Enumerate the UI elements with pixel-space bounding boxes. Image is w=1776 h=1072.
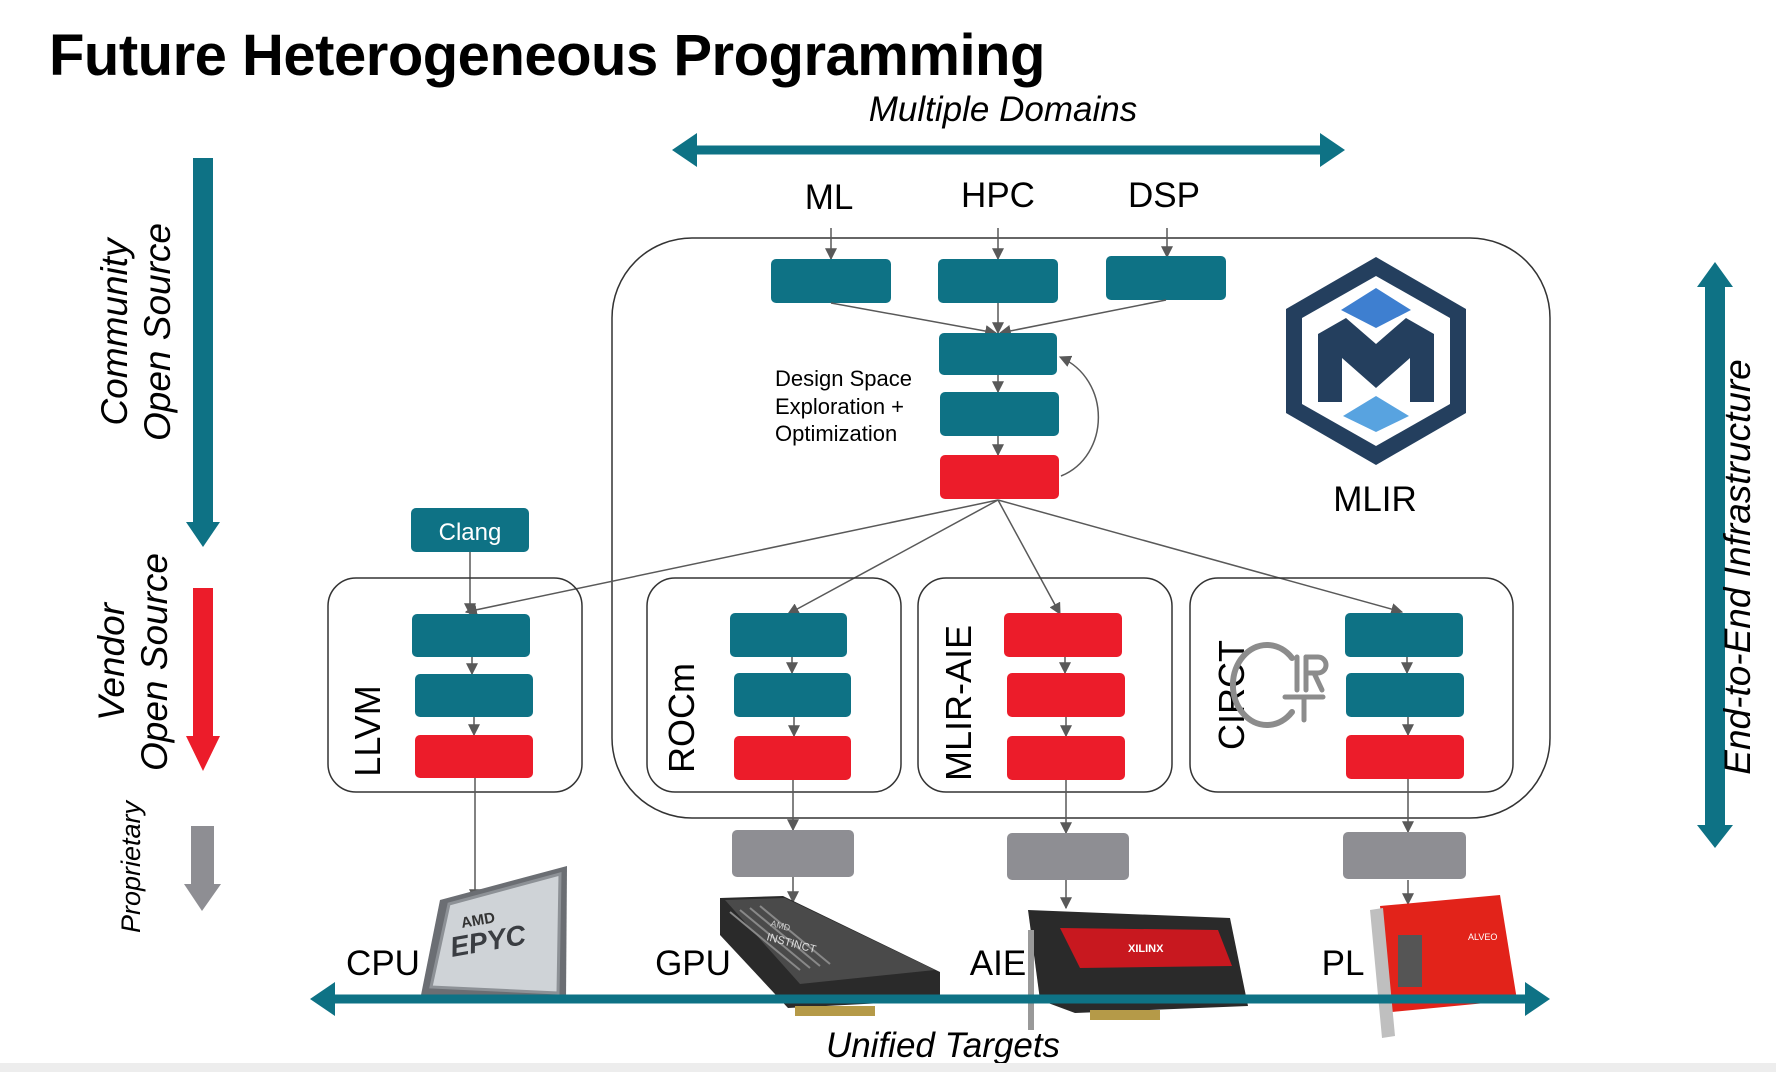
dse-line-2: Exploration + — [775, 394, 904, 419]
llvm-block-3 — [415, 735, 533, 778]
page-title: Future Heterogeneous Programming — [49, 23, 1045, 88]
mlir-logo — [1286, 257, 1466, 465]
end-to-end-infrastructure-arrow — [1697, 262, 1733, 848]
circt-block-2 — [1346, 673, 1464, 717]
rocm-block-1 — [730, 613, 847, 657]
end-to-end-infrastructure-label: End-to-End Infrastructure — [1717, 359, 1758, 774]
unified-targets-arrow — [310, 982, 1550, 1016]
domain-dsp: DSP — [1128, 176, 1200, 215]
rocm-label: ROCm — [661, 663, 702, 773]
aie-card-image: XILINX — [1028, 910, 1248, 1030]
community-open-source-label: Open Source — [137, 223, 178, 441]
hpc-dialect-block — [938, 259, 1058, 303]
community-open-source-arrow — [186, 158, 220, 547]
mlir-label: MLIR — [1333, 480, 1417, 519]
vendor-open-source-label: Open Source — [134, 553, 175, 771]
proprietary-label: Proprietary — [116, 799, 146, 933]
fanout-arrows — [464, 499, 1404, 616]
community-label: Community — [94, 236, 135, 426]
mlir-core-block-2 — [940, 392, 1059, 436]
vendor-open-source-arrow — [186, 588, 220, 771]
llvm-flow-box — [327, 577, 583, 793]
cpu-chip-image: AMD EPYC — [421, 866, 567, 1001]
llvm-block-1 — [412, 614, 530, 657]
multiple-domains-arrow — [672, 133, 1345, 167]
aie-brand-text: XILINX — [1128, 943, 1164, 955]
ml-dialect-block — [771, 259, 891, 303]
target-aie-label: AIE — [970, 944, 1026, 983]
mlir-aie-flow-box — [917, 577, 1173, 793]
multiple-domains-label: Multiple Domains — [869, 90, 1137, 129]
vendor-label: Vendor — [91, 601, 132, 721]
cpu-brand-text: AMD — [460, 909, 497, 932]
mlir-core-block-1 — [939, 333, 1057, 375]
converge-arrows — [830, 299, 1167, 337]
domain-hpc: HPC — [961, 176, 1035, 215]
rocm-block-3 — [734, 736, 851, 780]
circt-flow-box — [1189, 577, 1514, 793]
clang-label: Clang — [439, 519, 502, 546]
bottom-strip — [0, 1063, 1776, 1072]
circt-logo — [1229, 642, 1329, 728]
dsp-dialect-block — [1106, 256, 1226, 300]
circt-block-3 — [1346, 735, 1464, 779]
pl-proprietary-block — [1343, 832, 1466, 879]
dse-feedback-loop — [1058, 355, 1100, 477]
clang-block — [411, 508, 529, 552]
mlir-aie-label: MLIR-AIE — [938, 625, 979, 781]
pl-card-image: ALVEO — [1370, 895, 1517, 1038]
domain-input-arrows — [825, 228, 1173, 261]
mlir-aie-block-2 — [1007, 673, 1125, 717]
rocm-flow-box — [646, 577, 902, 793]
mlir-container — [611, 237, 1551, 819]
llvm-block-2 — [415, 674, 533, 717]
mlir-aie-block-1 — [1004, 613, 1122, 657]
target-gpu-label: GPU — [655, 944, 731, 983]
dse-line-1: Design Space — [775, 366, 912, 391]
hardware-links — [469, 778, 1414, 910]
proprietary-arrow — [184, 826, 221, 911]
gpu-card-image: AMD INSTINCT — [720, 896, 940, 1016]
dse-line-3: Optimization — [775, 421, 897, 446]
mlir-aie-block-3 — [1007, 736, 1125, 780]
pl-brand-text: ALVEO — [1468, 932, 1497, 942]
target-pl-label: PL — [1322, 944, 1365, 983]
unified-targets-label: Unified Targets — [826, 1026, 1060, 1065]
circt-block-1 — [1345, 613, 1463, 657]
mlir-core-block-3 — [940, 455, 1059, 499]
aie-proprietary-block — [1007, 833, 1129, 880]
llvm-label: LLVM — [347, 685, 388, 776]
target-cpu-label: CPU — [346, 944, 420, 983]
rocm-proprietary-block — [732, 830, 854, 877]
domain-ml: ML — [805, 178, 854, 217]
rocm-block-2 — [734, 673, 851, 717]
